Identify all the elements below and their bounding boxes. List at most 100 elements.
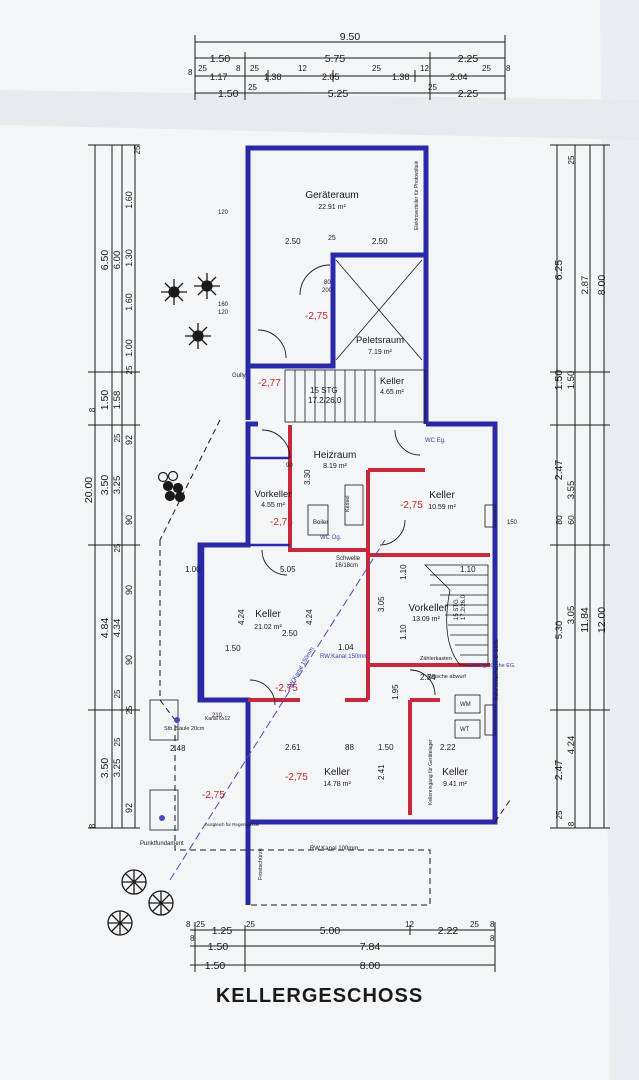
dim-right-3: 1.50 [553,370,565,391]
dim-left-s6: 25 [113,737,122,746]
bad-kueche-label: Bad Eg. Küche EG. [468,663,516,669]
left-dimensions [88,144,140,829]
bottom-dimensions [190,922,496,972]
room-name-peletsraum: Peletsraum [356,335,404,346]
room-area-vorkeller-small: 4.55 m² [261,502,285,509]
room-area-keller-stair: 4.65 m² [380,389,404,396]
dim-b1-5: 12 [405,920,414,929]
dim-left-i6: 90 [124,515,134,525]
dim-r2-12: 25 [482,64,491,73]
stairs-right-dim: 17.2/26.0 [461,594,467,620]
dim-right-2: 8.00 [596,275,608,296]
room-area-peletsraum: 7.19 m² [368,349,392,356]
dim-b3-1: 8.00 [360,960,381,972]
dim-b1-8: 8 [490,920,495,929]
stairs-top [284,369,426,423]
punktfundament-label: Punktfundament [140,841,184,847]
dim-r2-6: 12 [298,64,307,73]
dim-right-1: 6.25 [553,260,565,281]
inner-dim-20: 1.10 [399,564,408,580]
inner-dim-8: 2.22 [440,743,456,752]
dim-r2-1: 25 [198,64,207,73]
inner-dim-22: 1.10 [399,624,408,640]
inner-dim-0: 2.50 [285,237,301,246]
dim-left-4: 4.84 [99,618,111,639]
dim-b1-3: 25 [246,920,255,929]
dim-r2-2: 1.17 [210,72,228,82]
dim-left-m4: 4.34 [112,619,123,638]
dim-r3-4: 2.25 [458,88,479,100]
room-name-geraeteraum: Geräteraum [305,190,358,201]
inner-dim-21: 1.10 [460,565,476,574]
dim-left-i3: 1.60 [124,293,134,311]
room-name-keller-southeast: Keller [442,767,468,778]
inner-dim-7: 1.50 [378,743,394,752]
dim-right-i6: 4.24 [566,736,577,755]
inner-dim-9: 2.34 [420,673,436,682]
dim-left-i8: 90 [124,655,134,665]
dim-left-s8: 25 [125,705,134,714]
inner-dim-13: 4.24 [237,609,246,625]
dim-r3-1: 25 [248,83,257,92]
inner-dim-17: 2.48 [170,744,186,753]
dim-r3-0: 1.50 [218,88,239,100]
dim-left-i4: 1.00 [124,339,134,357]
dim-b1-7: 25 [470,920,479,929]
inner-dim-23: 80 [324,280,331,286]
dim-r2-4: 25 [250,64,259,73]
gully-label: Gully [232,373,246,379]
dim-right-i5: 3.05 [566,606,577,625]
top-dimensions [194,35,506,100]
dim-top-2: 5.75 [325,53,346,65]
dim-b2-0: 8 [190,934,195,943]
dim-right-i11: 8 [567,821,576,826]
room-name-vorkeller-large: Vorkeller [409,603,449,614]
dim-right-i2: 1.50 [566,371,577,390]
room-name-vorkeller-small: Vorkeller [255,489,292,500]
room-name-keller-south: Keller [324,767,350,778]
dim-b1-1: 25 [196,920,205,929]
room-area-keller-east: 10.59 m² [428,504,456,511]
inner-dim-29: 160 [218,302,229,308]
inner-dim-16: 1.95 [391,684,400,700]
inner-dim-6: 88 [345,743,354,752]
inner-dim-5: 2.61 [285,743,301,752]
dim-overall-right: 12.00 [596,607,608,633]
dim-r3-2: 5.25 [328,88,349,100]
dim-b2-2: 7.84 [360,941,381,953]
level-mark-3: -2,75 [400,500,423,511]
outer-walls [197,145,498,905]
dim-r2-9: 1.38 [392,72,410,82]
inner-dim-2: 2.50 [372,237,388,246]
dim-left-i9: 92 [124,803,134,813]
inner-dim-28: 150 [507,520,518,526]
room-area-keller-west: 21.02 m² [254,624,282,631]
dim-left-s7: 25 [125,365,134,374]
inner-dim-19: 5.05 [280,565,296,574]
inner-dim-26: 210 [212,713,223,719]
dim-left-s3: 25 [113,433,122,442]
schwelle-label: Schwelle [336,556,361,562]
dim-overall-top: 9.50 [340,31,361,43]
wc-og-label: WC Og. [320,535,342,541]
room-name-keller-stair: Keller [380,376,404,387]
dim-left-5: 3.50 [99,758,111,779]
dim-top-3: 2.25 [458,53,479,65]
dim-r2-8: 25 [372,64,381,73]
dim-r3-3: 25 [428,83,437,92]
inner-dim-14: 4.24 [305,609,314,625]
dim-left-i2: 1.30 [124,249,134,267]
inner-dim-15: 3.05 [377,596,386,612]
room-name-keller-west: Keller [255,609,281,620]
room-name-heizraum: Heizraum [314,450,357,461]
stairs-right [424,564,489,666]
inner-dim-24: 200 [322,288,333,294]
door-swings [249,264,436,706]
dim-left-m3: 3.25 [112,476,123,495]
room-area-keller-south: 14.78 m² [323,781,351,788]
inner-dim-12: 2.41 [377,764,386,780]
dim-b1-0: 8 [186,920,191,929]
wt-label: WT [460,727,470,733]
lueftung-label: Kellerlichtschacht für Gäste [494,639,500,700]
room-area-geraeteraum: 22.91 m² [318,204,346,211]
